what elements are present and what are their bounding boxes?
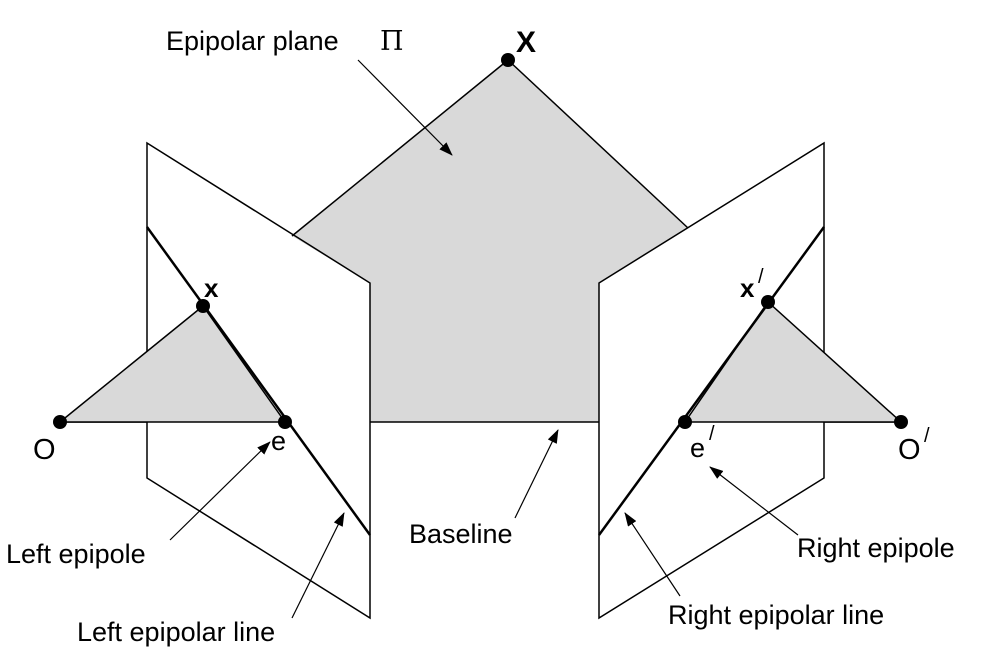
left-epipolar-line-arrow — [291, 512, 345, 619]
point-O-prime-label: O — [898, 434, 921, 466]
right-triangle — [683, 300, 903, 423]
epipolar-plane-edge-left — [291, 59, 509, 237]
point-e-prime-dot — [678, 415, 692, 429]
epipolar-plane-region — [292, 60, 688, 422]
right-image-plane — [598, 141, 825, 620]
e-prime-mark: / — [709, 423, 715, 445]
point-X-dot — [501, 53, 515, 67]
left-epipole-label: Left epipole — [6, 539, 146, 569]
epipolar-plane-edge-right — [507, 59, 689, 229]
point-x-prime-label: x — [740, 273, 755, 303]
left-epipole-arrow — [169, 441, 271, 541]
point-x-prime-dot — [761, 295, 775, 309]
point-e-prime-label: e — [690, 433, 705, 463]
point-O-prime-dot — [894, 415, 908, 429]
baseline-arrow — [514, 429, 559, 519]
O-prime-mark: / — [924, 425, 930, 447]
point-X-label: X — [516, 26, 536, 59]
epipolar-plane-arrow — [357, 59, 453, 156]
x-prime-mark: / — [758, 266, 764, 288]
point-O-label: O — [33, 434, 56, 466]
pi-symbol: Π — [380, 26, 404, 57]
left-epipolar-line-label: Left epipolar line — [77, 617, 275, 647]
left-epipolar-line — [145, 226, 372, 536]
point-x-dot — [196, 299, 210, 313]
right-epipolar-line-arrow — [624, 512, 681, 597]
right-epipolar-line — [597, 226, 826, 536]
point-x-label: x — [204, 273, 219, 303]
right-epipole-label: Right epipole — [797, 533, 955, 563]
right-epipolar-line-label: Right epipolar line — [668, 600, 884, 630]
point-e-dot — [278, 415, 292, 429]
left-triangle — [57, 304, 287, 423]
epipolar-plane-label: Epipolar plane — [166, 26, 339, 56]
point-e-label: e — [271, 426, 286, 456]
point-O-dot — [53, 415, 67, 429]
baseline-label: Baseline — [409, 519, 513, 549]
right-epipole-arrow — [709, 466, 799, 536]
